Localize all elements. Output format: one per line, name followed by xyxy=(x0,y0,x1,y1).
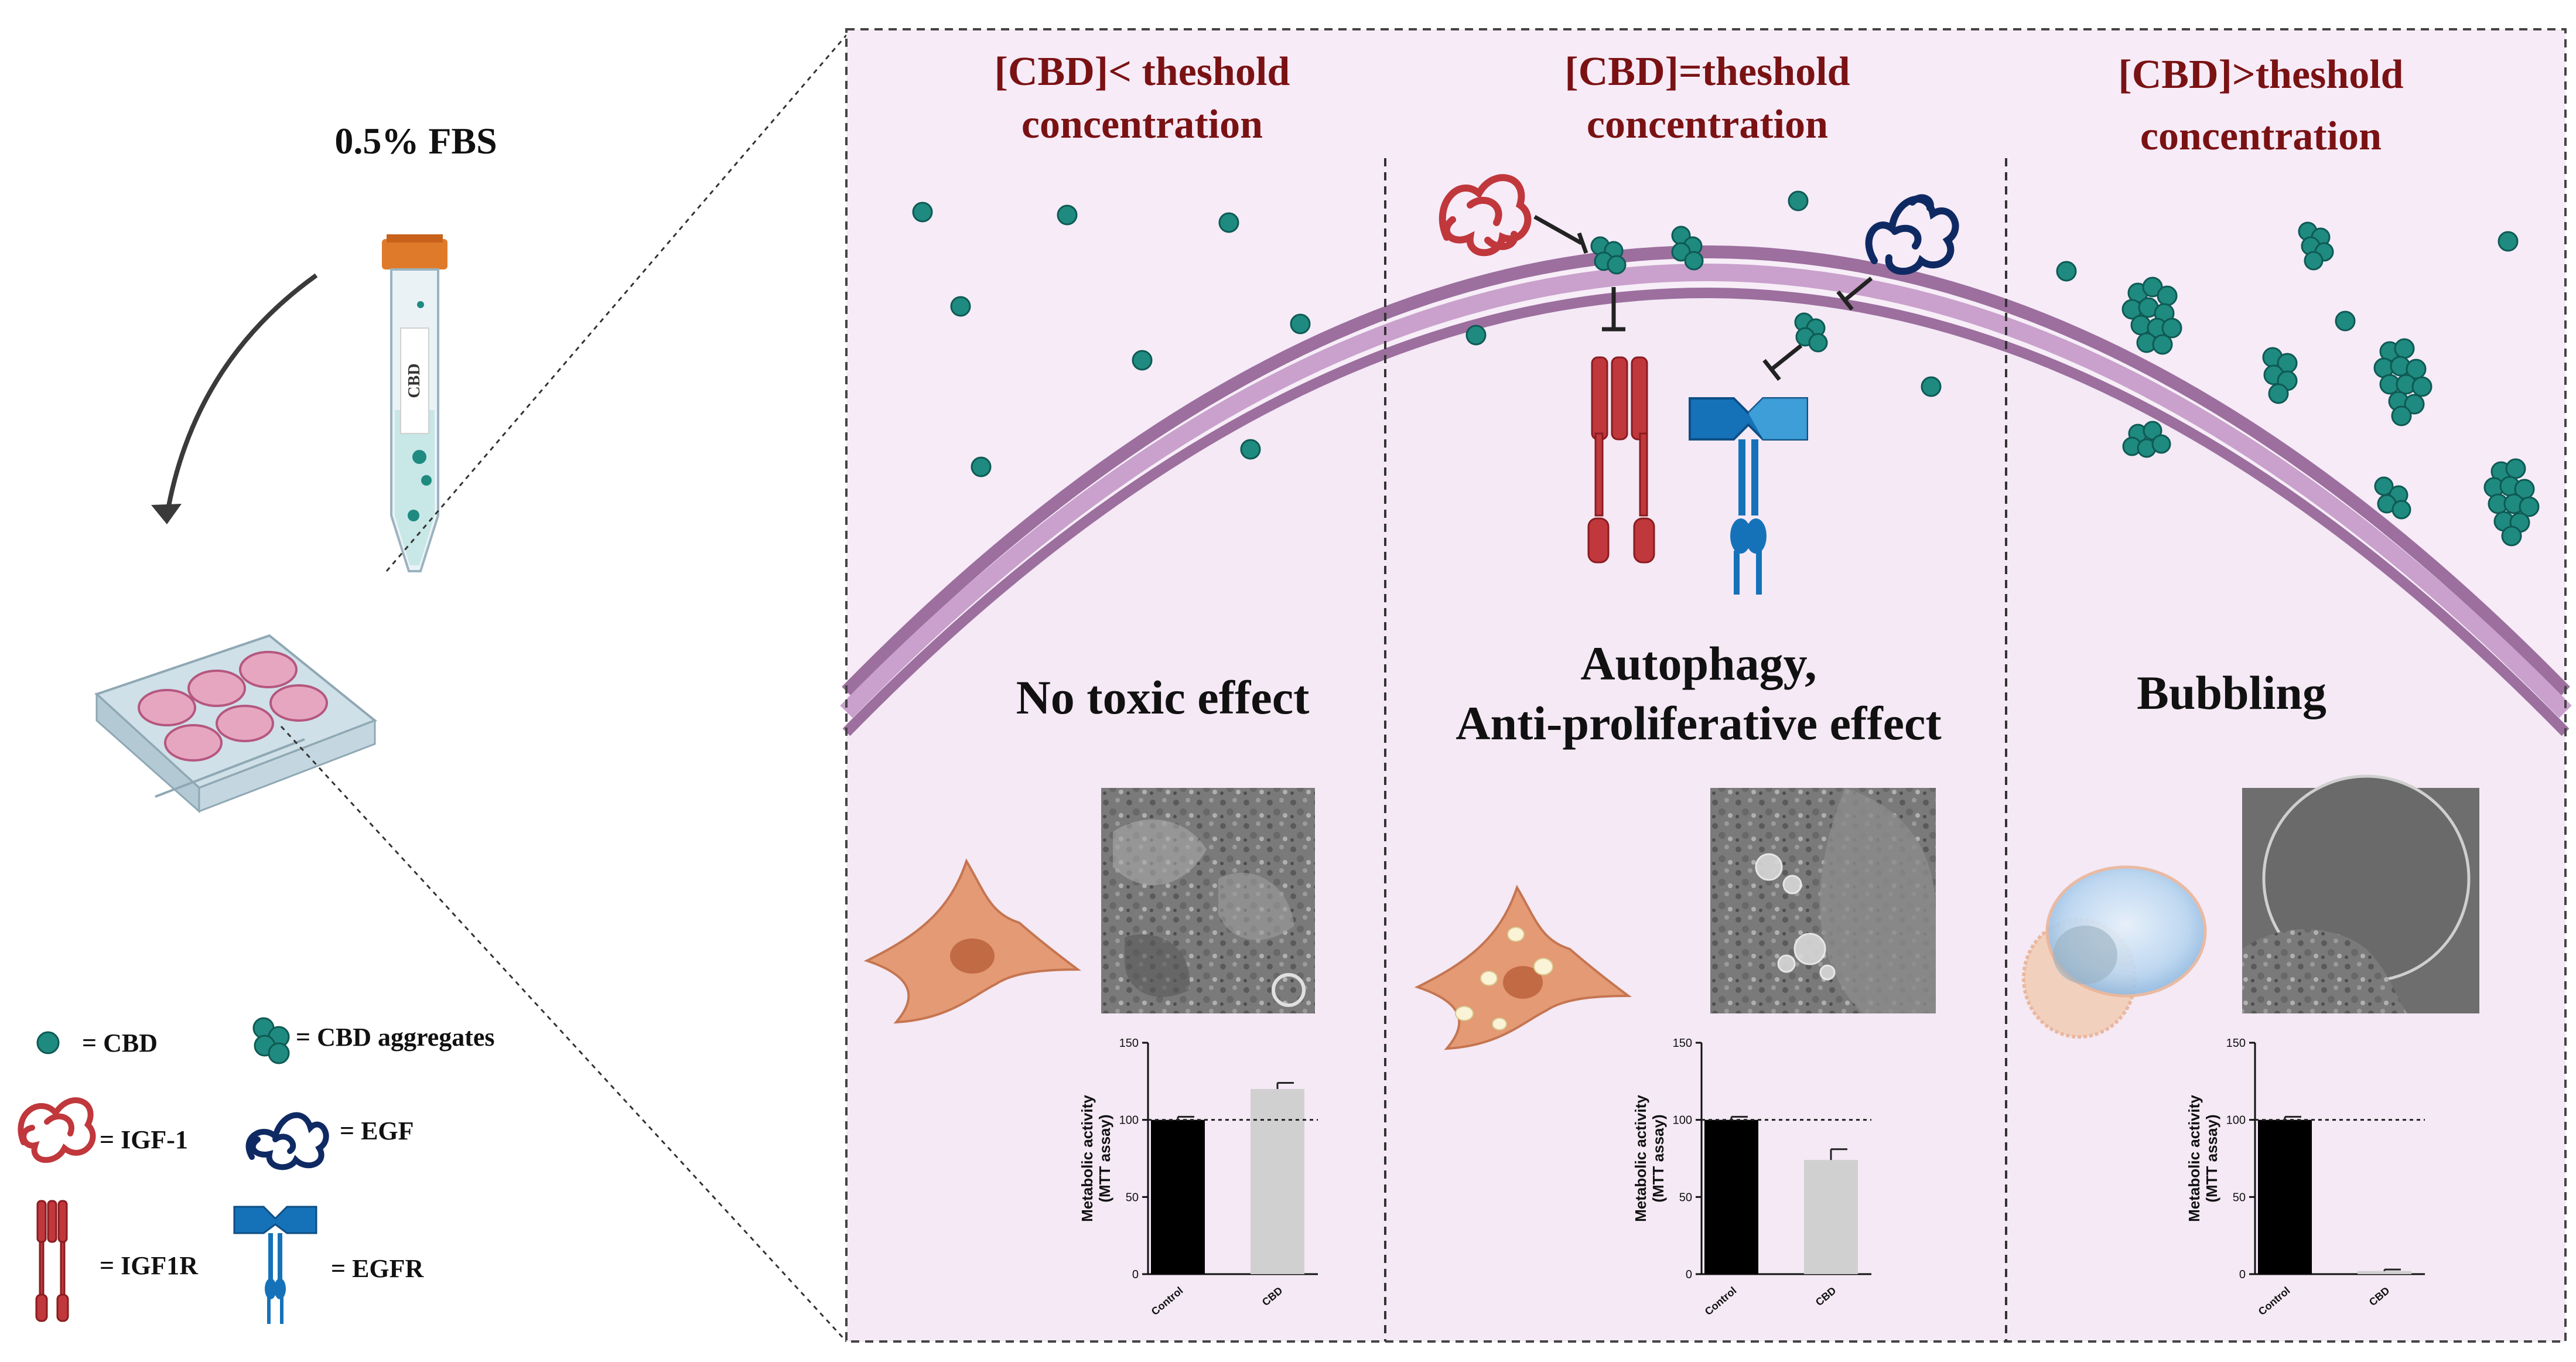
arrow-head xyxy=(151,504,182,524)
panel-1-title-line2: concentration xyxy=(1021,102,1263,147)
zoom-line-top xyxy=(385,35,848,572)
panel-2-cell-icon xyxy=(1414,885,1632,1050)
legend-igf1: = IGF-1 xyxy=(100,1125,188,1154)
chart-y-tick-label: 50 xyxy=(2233,1191,2246,1204)
tube-label: CBD xyxy=(405,363,423,398)
inhibition-marks xyxy=(1533,214,1873,381)
main-panel-border xyxy=(845,28,2567,1343)
chart-bar-cbd xyxy=(2358,1271,2411,1274)
panel-2-cbd-molecules xyxy=(1465,190,1942,397)
legend-igf1r: = IGF1R xyxy=(100,1251,199,1280)
panel-3: [CBD]>theshold concentration Bubbling xyxy=(2118,52,2403,719)
chart-y-tick-label: 50 xyxy=(1679,1191,1692,1204)
panel-2-title-line2: concentration xyxy=(1587,102,1828,147)
legend-egf-icon xyxy=(245,1112,329,1170)
panel-2-effect-line2: Anti-proliferative effect xyxy=(1456,697,1942,750)
panel-2-title-line1: [CBD]=theshold xyxy=(1564,49,1850,94)
panel-1: [CBD]< theshold concentration No toxic e… xyxy=(995,49,1310,724)
igf1r-receptor-icon xyxy=(1587,356,1655,564)
egfr-receptor-icon xyxy=(1689,397,1808,595)
panel-1-title-line1: [CBD]< theshold xyxy=(995,49,1290,94)
chart-bar-control xyxy=(1704,1119,1758,1274)
chart-y-label: Metabolic activity xyxy=(1632,1095,1649,1222)
cell-interior xyxy=(846,297,2565,1341)
chart-y-label: Metabolic activity xyxy=(1078,1095,1096,1222)
chart-y-tick-label: 100 xyxy=(2226,1114,2246,1127)
chart-bar-control xyxy=(1151,1119,1205,1274)
chart-y-tick-label: 100 xyxy=(1119,1114,1139,1127)
panel-2-micrograph xyxy=(1710,788,1936,1013)
chart-bar-cbd xyxy=(1251,1089,1304,1274)
egf-ligand-icon xyxy=(1865,194,1959,275)
legend-igf1-icon xyxy=(18,1097,96,1163)
panel-2: [CBD]=theshold concentration Autophagy, … xyxy=(1456,49,1942,750)
legend-egfr-icon xyxy=(233,1206,317,1324)
chart-y-tick-label: 50 xyxy=(1126,1191,1139,1204)
panel-3-cbd-aggregates xyxy=(2121,221,2540,547)
chart-y-tick-label: 150 xyxy=(1119,1037,1139,1050)
panel-2-effect-line1: Autophagy, xyxy=(1580,637,1816,690)
legend: = CBD = CBD aggregates = IGF-1 = EGF = I… xyxy=(18,1017,495,1324)
igf1-ligand-icon xyxy=(1439,174,1532,257)
membrane-outer xyxy=(842,245,2570,696)
legend-cbd-icon xyxy=(36,1031,60,1054)
fbs-label: 0.5% FBS xyxy=(334,120,497,162)
panel-1-cell-icon xyxy=(863,858,1081,1024)
well-plate xyxy=(94,634,377,814)
panel-3-micrograph xyxy=(2242,774,2479,1013)
legend-egf: = EGF xyxy=(340,1117,414,1145)
panel-2-molecules xyxy=(1439,174,1959,595)
zoom-line-bottom xyxy=(280,725,848,1343)
panel-1-cbd-molecules xyxy=(912,202,1311,477)
left-section: 0.5% FBS CBD xyxy=(94,35,848,1343)
chart-y-tick-label: 0 xyxy=(2239,1268,2246,1281)
chart-y-tick-label: 0 xyxy=(1132,1268,1139,1281)
chart-bar-control xyxy=(2258,1119,2312,1274)
panel-1-micrograph xyxy=(1101,788,1315,1013)
membrane-middle xyxy=(840,264,2572,718)
panel-1-effect: No toxic effect xyxy=(1016,671,1310,724)
membrane-inner xyxy=(842,288,2570,736)
legend-igf1r-icon xyxy=(35,1200,69,1322)
panel-3-bubble-cell-icon xyxy=(2022,865,2207,1039)
chart-y-tick-label: 100 xyxy=(1673,1114,1692,1127)
chart-y-label: Metabolic activity xyxy=(2185,1095,2203,1222)
panel-3-effect: Bubbling xyxy=(2137,666,2326,719)
chart-y-tick-label: 150 xyxy=(2226,1037,2246,1050)
legend-cbd: = CBD xyxy=(82,1029,158,1057)
chart-y-tick-label: 150 xyxy=(1673,1037,1692,1050)
legend-aggregates: = CBD aggregates xyxy=(296,1023,495,1052)
panel-3-cbd-molecules xyxy=(2056,231,2519,332)
legend-aggregate-icon xyxy=(252,1017,290,1064)
chart-bar-cbd xyxy=(1804,1160,1858,1274)
panel-3-title-line2: concentration xyxy=(2140,114,2382,159)
falcon-tube: CBD xyxy=(382,234,447,572)
chart-y-label: (MTT assay) xyxy=(2203,1114,2220,1202)
chart-y-label: (MTT assay) xyxy=(1096,1114,1113,1202)
extracellular-space xyxy=(846,29,2565,691)
legend-egfr: = EGFR xyxy=(331,1254,425,1283)
curved-arrow xyxy=(165,273,318,516)
chart-y-label: (MTT assay) xyxy=(1649,1114,1667,1202)
panel-2-cbd-aggregates xyxy=(1590,226,1828,353)
chart-y-tick-label: 0 xyxy=(1686,1268,1692,1281)
panel-3-title-line1: [CBD]>theshold xyxy=(2118,52,2403,97)
